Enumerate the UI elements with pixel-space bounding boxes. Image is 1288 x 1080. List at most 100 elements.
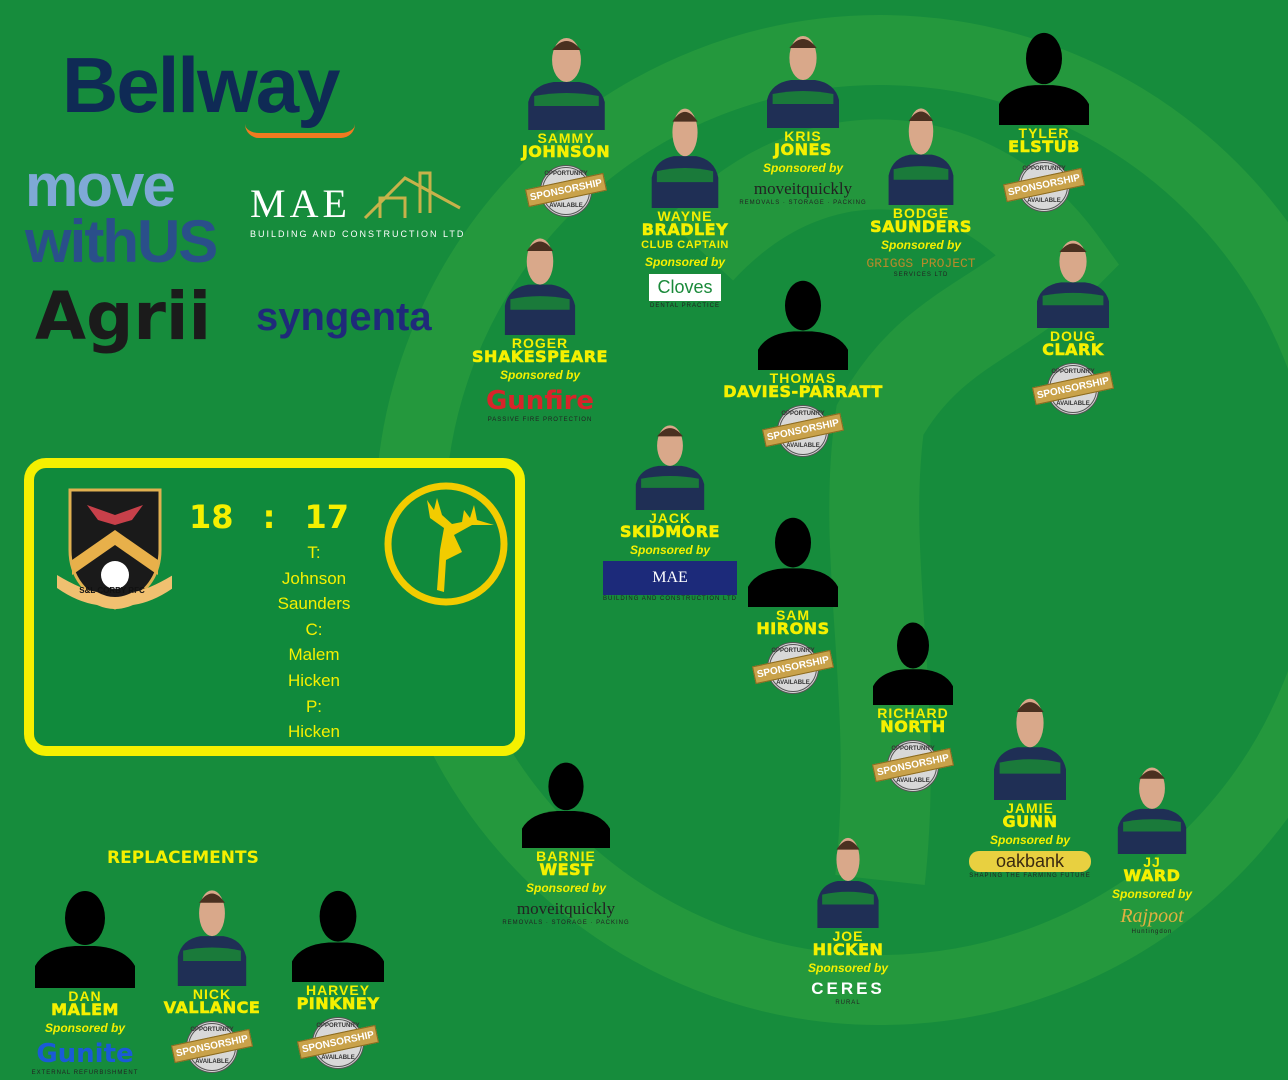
player-first-name: DOUG [1050,328,1096,344]
player-last-name: WEST [539,860,593,879]
sponsor-name: oakbank [969,851,1091,872]
player-photo [1117,767,1187,854]
sponsored-by-label: Sponsored by [644,255,725,269]
player-silhouette-icon [758,280,848,370]
sponsor-subtitle: BUILDING AND CONSTRUCTION LTD [603,596,737,602]
sponsor-subtitle: Huntingdon [1131,929,1173,935]
player-last-name: NORTH [880,717,946,736]
sponsor-name: Rajpoot [1120,905,1184,927]
badge-top: OPPORTUNITY [1022,166,1066,172]
movewithus-line2: withUS [25,208,218,275]
scorer-line: P: [305,696,323,716]
sponsor-subtitle: EXTERNAL REFURBISHMENT [31,1070,139,1076]
badge-top: OPPORTUNITY [781,411,825,417]
sponsored-by-label: Sponsored by [762,161,843,175]
badge-bottom: AVAILABLE [776,680,810,686]
player-first-name: JAMIE [1006,800,1054,816]
sponsor-subtitle: RURAL [835,1000,861,1006]
mae-logo-text: MAE [250,181,351,226]
sponsor-name: MAE [603,561,737,595]
badge-top: OPPORTUNITY [190,1027,234,1033]
player-silhouette-icon [748,517,838,607]
syngenta-logo: syngenta [256,295,432,339]
player-first-name: BODGE [892,205,950,221]
player-photo [994,698,1066,800]
player-photo [651,108,719,208]
sponsored-by-label: Sponsored by [525,881,606,895]
mae-logo: MAE BUILDING AND CONSTRUCTION LTD [250,171,466,239]
badge-bottom: AVAILABLE [896,778,930,784]
badge-top: OPPORTUNITY [1051,369,1095,375]
player-last-name: PINKNEY [296,994,380,1013]
player-photo [504,238,576,335]
player-last-name: SKIDMORE [620,522,720,541]
home-crest-text: S&L CORBY RFC [79,586,145,595]
player-photo [635,425,705,510]
player-last-name: SAUNDERS [870,217,972,236]
sponsor-name: moveitquickly [516,899,616,918]
player-last-name: JONES [774,140,832,159]
away-score: 17 [304,498,349,536]
player-first-name: TYLER [1018,125,1070,141]
sponsor-subtitle: REMOVALS · STORAGE · PACKING [502,920,630,926]
sponsored-by-label: Sponsored by [1111,887,1192,901]
score-separator: : [262,498,276,536]
sponsored-by-label: Sponsored by [44,1021,125,1035]
player-last-name: CLARK [1042,340,1104,359]
scorer-line: T: [307,543,321,562]
player-last-name: WARD [1123,866,1181,885]
player-last-name: GUNN [1002,812,1058,831]
player-first-name: SAMMY [537,130,595,146]
player-first-name: ROGER [511,335,569,351]
player-first-name: JJ [1143,854,1161,870]
house-icon [363,171,461,220]
badge-bottom: AVAILABLE [1056,401,1090,407]
badge-bottom: AVAILABLE [195,1059,229,1065]
sponsor-subtitle: REMOVALS · STORAGE · PACKING [739,200,867,206]
badge-top: OPPORTUNITY [771,648,815,654]
mae-logo-sub: BUILDING AND CONSTRUCTION LTD [250,229,466,239]
player-photo [1037,240,1109,328]
sponsor-name: Cloves [648,273,722,302]
sponsor-name: moveitquickly [753,179,853,198]
scorer-line: Malem [288,645,340,665]
home-score: 18 [189,498,234,536]
player-last-name: HICKEN [812,940,884,959]
player-first-name: BARNIE [536,848,596,864]
badge-bottom: AVAILABLE [321,1055,355,1061]
player-photo [817,837,879,928]
player-first-name: THOMAS [769,370,837,386]
player-last-name: DAVIES-PARRATT [723,382,883,401]
player-silhouette-icon [522,762,610,848]
badge-bottom: AVAILABLE [786,443,820,449]
player-photo [767,36,839,128]
player-first-name: WAYNE [657,208,713,224]
player-role: CLUB CAPTAIN [641,239,729,251]
